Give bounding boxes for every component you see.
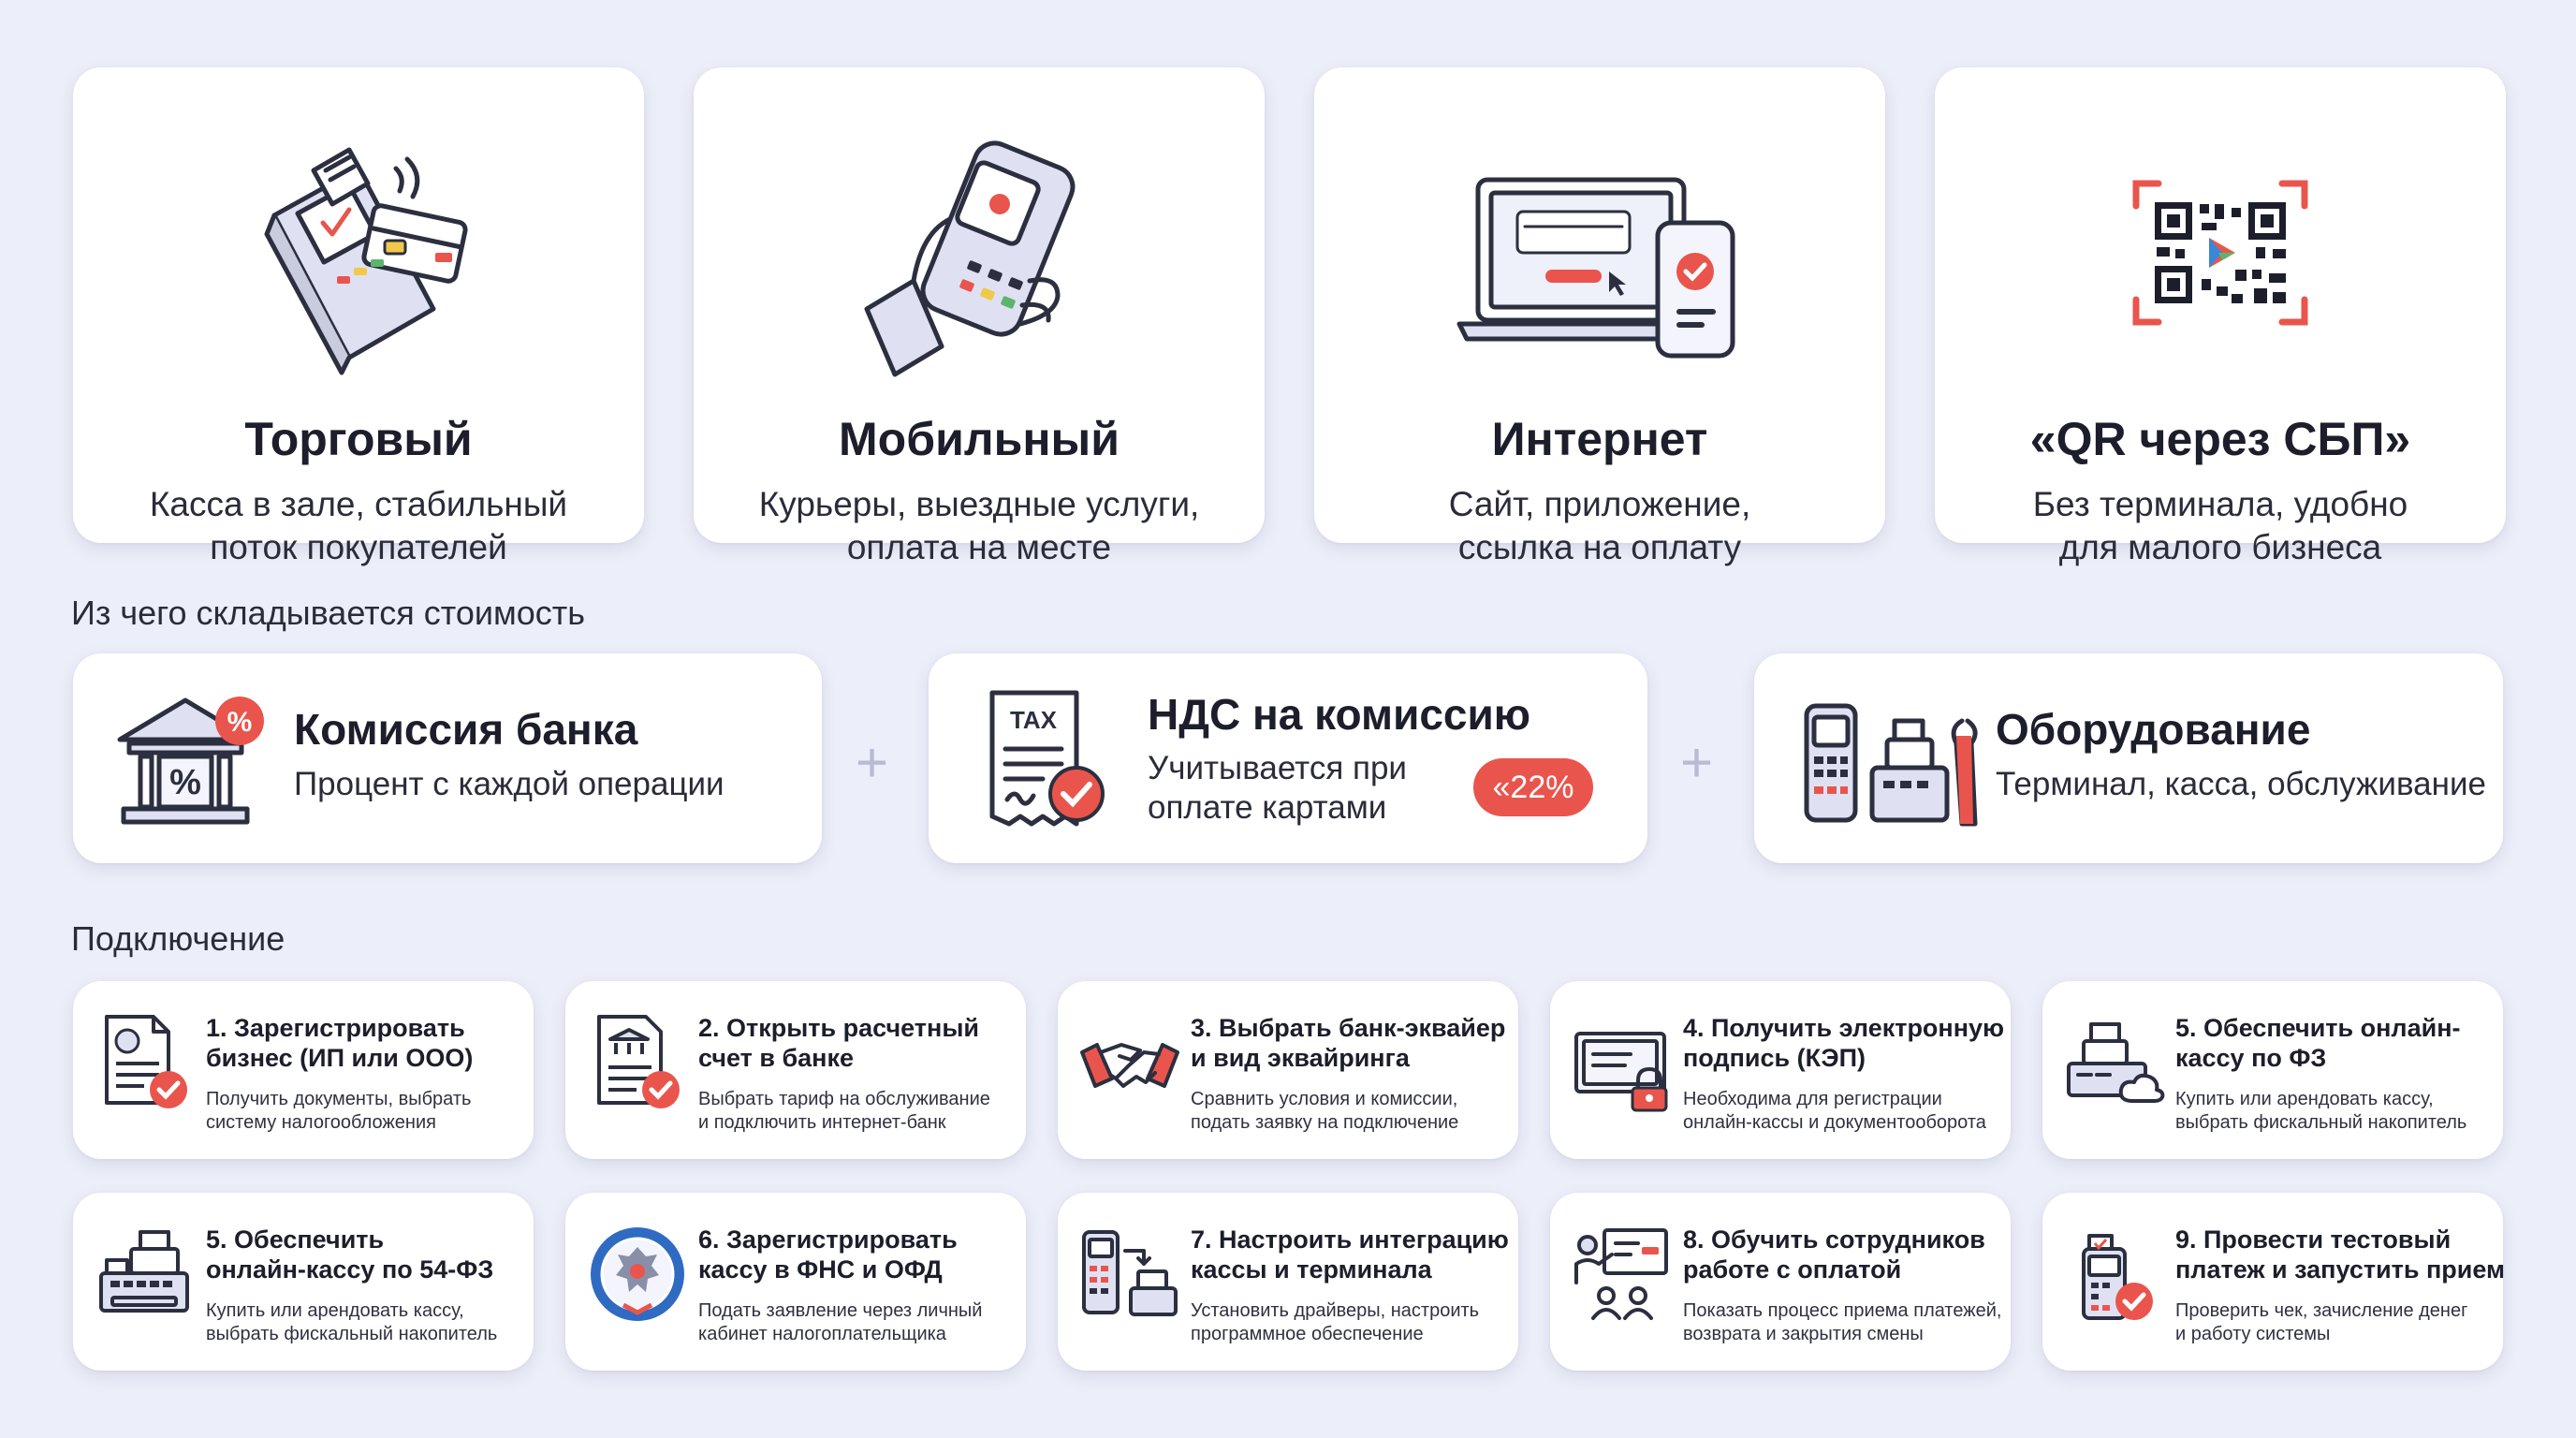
- cost-card-equipment[interactable]: [1754, 653, 2503, 863]
- cost-description: Терминал, касса, обслуживание: [1996, 766, 2486, 802]
- type-card-mobile[interactable]: Мобильный Курьеры, выездные услуги,оплат…: [694, 67, 1265, 566]
- pos-terminal-icon: [73, 112, 644, 393]
- handshake-icon: [1080, 1043, 1179, 1088]
- vat-rate-badge: «22%: [1473, 758, 1593, 816]
- bank-document-icon: [597, 1015, 680, 1108]
- svg-text:TAX: TAX: [1010, 706, 1058, 734]
- training-icon: [1574, 1228, 1668, 1320]
- step-card-5a[interactable]: 5. Обеспечить онлайн-кассу по ФЗ Купить …: [2042, 981, 2503, 1159]
- step-description: Купить или арендовать кассу,выбрать фиск…: [206, 1300, 498, 1344]
- cost-title: НДС на комиссию: [1148, 690, 1531, 739]
- type-title: Мобильный: [839, 413, 1120, 465]
- cost-title: Комиссия банка: [294, 705, 638, 754]
- svg-text:%: %: [169, 763, 201, 802]
- cash-register-icon: [99, 1230, 189, 1313]
- step-description: Показать процесс приема платежей,возврат…: [1683, 1300, 2002, 1344]
- terminal-check-icon: [2082, 1234, 2153, 1320]
- terminal-register-sync-icon: [1082, 1230, 1178, 1316]
- mobile-terminal-icon: [694, 112, 1265, 393]
- plus-sign: +: [1680, 731, 1714, 794]
- tax-receipt-icon: TAX: [989, 690, 1105, 827]
- document-check-icon: [105, 1015, 187, 1108]
- bank-percent-icon: % %: [117, 697, 264, 825]
- cost-section-label: Из чего складывается стоимость: [71, 594, 585, 632]
- type-card-internet[interactable]: Интернет Сайт, приложение,ссылка на опла…: [1314, 67, 1885, 566]
- cost-title: Оборудование: [1996, 705, 2311, 754]
- step-description: Сравнить условия и комиссии,подать заявк…: [1191, 1089, 1459, 1133]
- connect-section-label: Подключение: [71, 919, 285, 958]
- cost-card-bank-fee[interactable]: % %: [73, 653, 822, 863]
- tax-service-seal-icon: [591, 1227, 684, 1321]
- svg-text:%: %: [227, 707, 253, 738]
- certificate-lock-icon: [1574, 1032, 1668, 1112]
- type-title: «QR через СБП»: [2029, 413, 2411, 465]
- cost-description: Процент с каждой операции: [294, 766, 724, 802]
- type-title: Интернет: [1491, 413, 1708, 465]
- step-description: Купить или арендовать кассу,выбрать фиск…: [2175, 1089, 2467, 1133]
- type-title: Торговый: [244, 413, 473, 465]
- step-title: 5. Обеспечить онлайн-кассу по ФЗ: [2175, 1014, 2461, 1072]
- equipment-icon: [1804, 703, 1978, 827]
- plus-sign: +: [856, 731, 889, 794]
- laptop-phone-icon: [1314, 112, 1885, 393]
- cash-register-cloud-icon: [2067, 1022, 2165, 1103]
- qr-code-icon: [1935, 112, 2506, 393]
- type-description: Курьеры, выездные услуги,оплата на месте: [758, 485, 1200, 566]
- type-description: Сайт, приложение,ссылка на оплату: [1448, 485, 1751, 566]
